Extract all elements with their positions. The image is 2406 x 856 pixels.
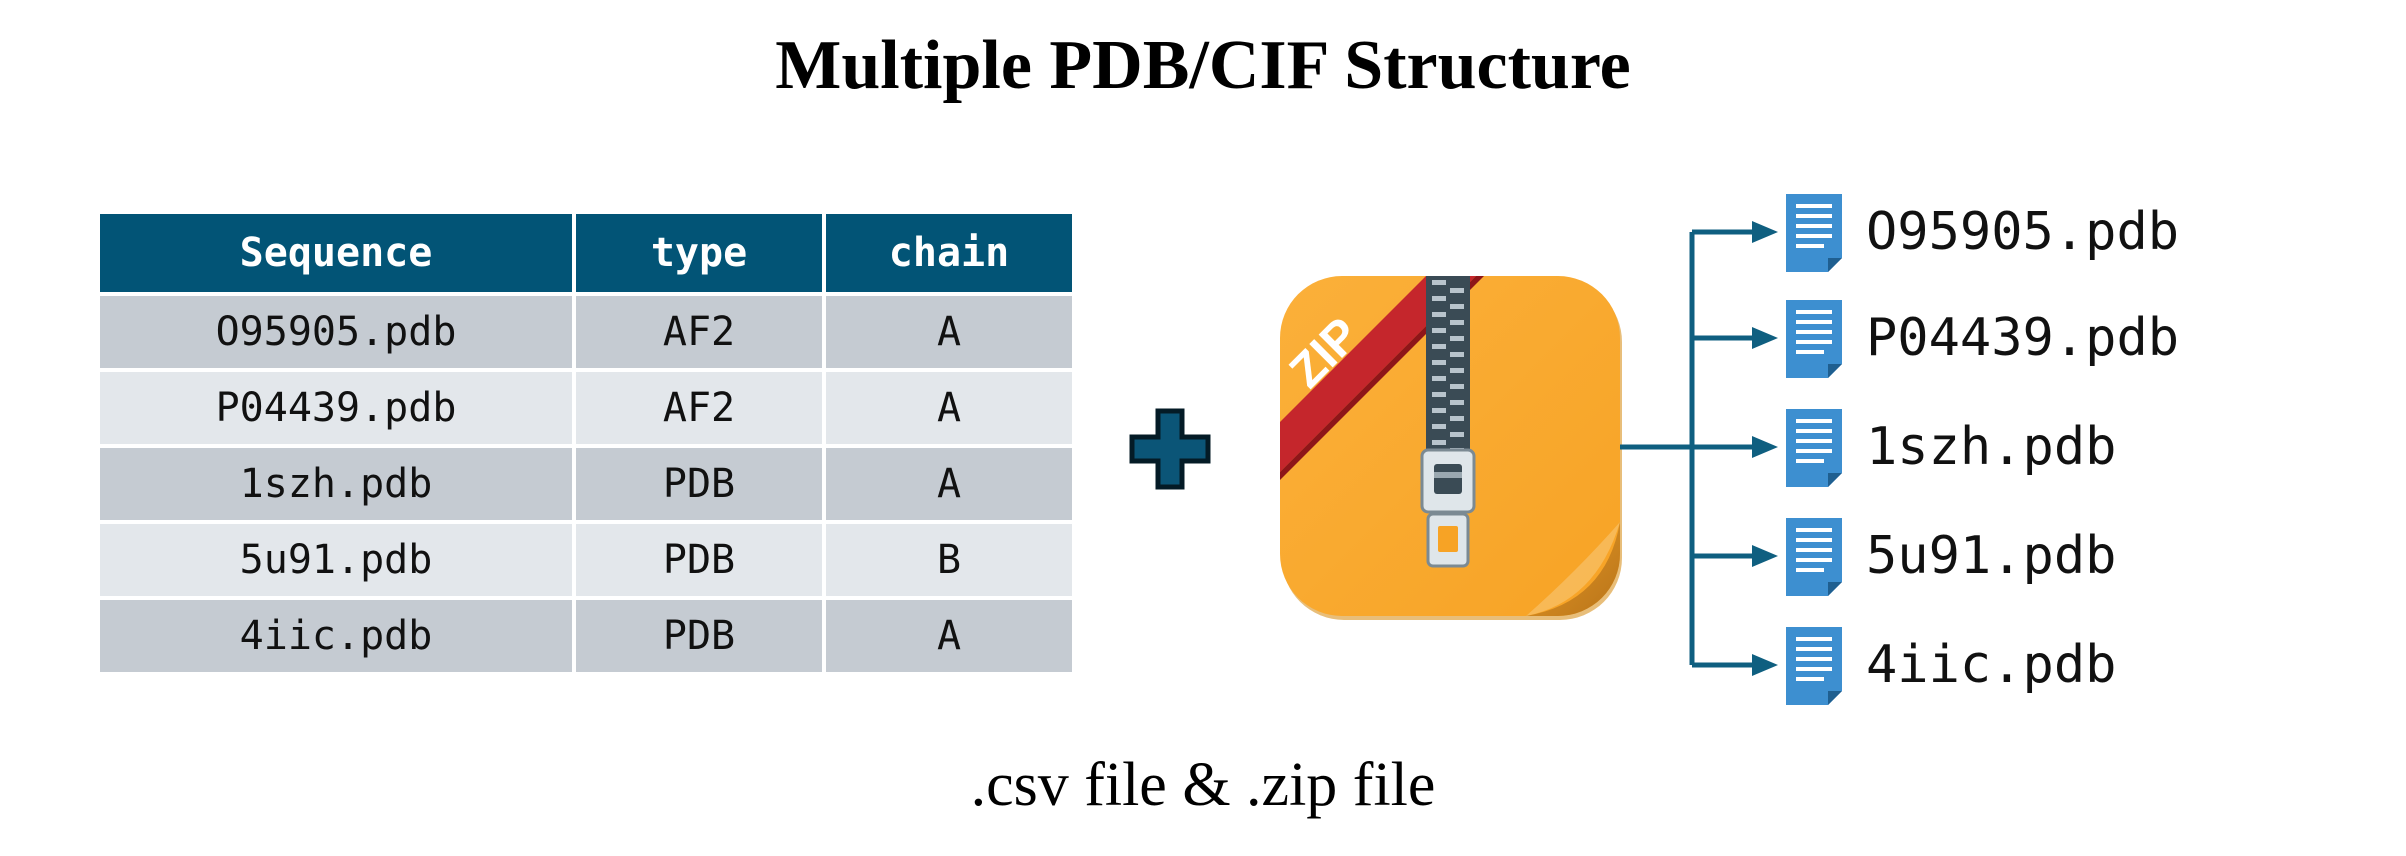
table-row: O95905.pdb AF2 A [96, 292, 1076, 372]
document-icon [1786, 194, 1842, 272]
column-header-chain: chain [822, 210, 1076, 296]
cell-type: PDB [572, 520, 826, 600]
connector-arrows [1620, 221, 1778, 676]
cell-chain: B [822, 520, 1076, 600]
file-name: O95905.pdb [1866, 202, 2180, 262]
document-icon [1786, 627, 1842, 705]
file-item: 4iic.pdb [1782, 621, 2116, 709]
cell-chain: A [822, 368, 1076, 448]
file-name: 4iic.pdb [1866, 635, 2117, 695]
diagram-title: Multiple PDB/CIF Structure [775, 27, 1631, 104]
cell-sequence: 4iic.pdb [96, 596, 576, 676]
column-header-sequence: Sequence [96, 210, 576, 296]
cell-type: PDB [572, 444, 826, 524]
table-row: P04439.pdb AF2 A [96, 368, 1076, 448]
cell-sequence: P04439.pdb [96, 368, 576, 448]
file-item: 5u91.pdb [1782, 512, 2116, 600]
cell-sequence: O95905.pdb [96, 292, 576, 372]
cell-chain: A [822, 444, 1076, 524]
zip-archive-icon: ZIP [1280, 276, 1622, 620]
plus-icon [1129, 408, 1211, 490]
file-name: P04439.pdb [1866, 308, 2180, 368]
table-header-row: Sequence type chain [96, 210, 1076, 296]
cell-sequence: 1szh.pdb [96, 444, 576, 524]
table-row: 1szh.pdb PDB A [96, 444, 1076, 524]
caption: .csv file & .zip file [970, 751, 1436, 819]
cell-chain: A [822, 292, 1076, 372]
cell-sequence: 5u91.pdb [96, 520, 576, 600]
file-item: O95905.pdb [1782, 188, 2179, 276]
file-item: P04439.pdb [1782, 294, 2179, 382]
column-header-type: type [572, 210, 826, 296]
document-icon [1786, 518, 1842, 596]
file-name: 5u91.pdb [1866, 526, 2117, 586]
cell-type: AF2 [572, 292, 826, 372]
document-icon [1786, 409, 1842, 487]
document-icon [1786, 300, 1842, 378]
cell-type: AF2 [572, 368, 826, 448]
table-row: 5u91.pdb PDB B [96, 520, 1076, 600]
file-name: 1szh.pdb [1866, 417, 2117, 477]
cell-type: PDB [572, 596, 826, 676]
table-row: 4iic.pdb PDB A [96, 596, 1076, 676]
csv-table: Sequence type chain O95905.pdb AF2 A P04… [96, 210, 1076, 676]
cell-chain: A [822, 596, 1076, 676]
file-item: 1szh.pdb [1782, 403, 2116, 491]
